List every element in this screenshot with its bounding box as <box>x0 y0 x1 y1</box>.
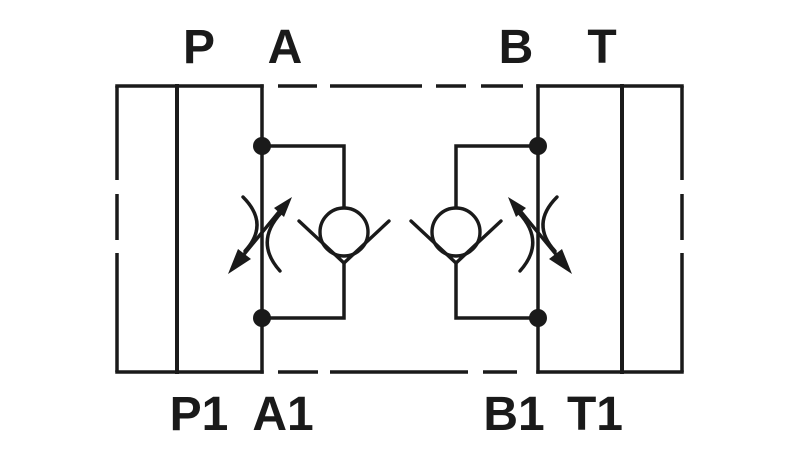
port-label-a: A <box>268 21 303 74</box>
right-check-valve-seat-icon <box>409 219 503 266</box>
left-check-valve-seat-icon <box>297 219 391 266</box>
left-check-valve-branch <box>260 144 391 320</box>
left-throttle-arc-right-icon <box>265 211 283 273</box>
junction-dot-right-bottom <box>529 309 547 327</box>
port-label-p: P <box>183 21 215 74</box>
port-label-t1: T1 <box>567 388 623 441</box>
port-label-a1: A1 <box>252 388 313 441</box>
right-throttle-arc-left-icon <box>517 211 535 273</box>
right-arrow-head-up-icon <box>508 197 526 217</box>
junction-dot-right-top <box>529 137 547 155</box>
port-label-b1: B1 <box>483 388 544 441</box>
right-check-branch-top <box>454 144 540 210</box>
right-throttle-valve <box>508 195 572 274</box>
port-labels-top: P A B T <box>183 21 617 74</box>
port-labels-bottom: P1 A1 B1 T1 <box>170 388 623 441</box>
right-adjustability-arrow-shaft <box>515 205 561 260</box>
right-section-body <box>536 84 684 374</box>
right-check-branch-bottom <box>454 261 540 320</box>
right-arrow-head-down-icon <box>549 249 572 274</box>
junction-dot-left-bottom <box>253 309 271 327</box>
port-label-p1: P1 <box>170 388 229 441</box>
right-check-valve-ball-icon <box>430 206 482 258</box>
left-check-branch-top <box>260 144 346 210</box>
junction-dots <box>253 137 547 327</box>
junction-dot-left-top <box>253 137 271 155</box>
left-throttle-valve <box>228 195 292 274</box>
left-section-body <box>115 84 264 374</box>
left-check-branch-bottom <box>260 261 346 320</box>
port-label-b: B <box>499 21 534 74</box>
right-check-valve-branch <box>409 144 540 320</box>
left-arrow-head-down-icon <box>228 249 251 274</box>
port-label-t: T <box>587 21 616 74</box>
enclosure-dashed-outline <box>115 84 684 374</box>
left-check-valve-ball-icon <box>318 206 370 258</box>
left-adjustability-arrow-shaft <box>239 205 285 260</box>
left-arrow-head-up-icon <box>274 197 292 217</box>
